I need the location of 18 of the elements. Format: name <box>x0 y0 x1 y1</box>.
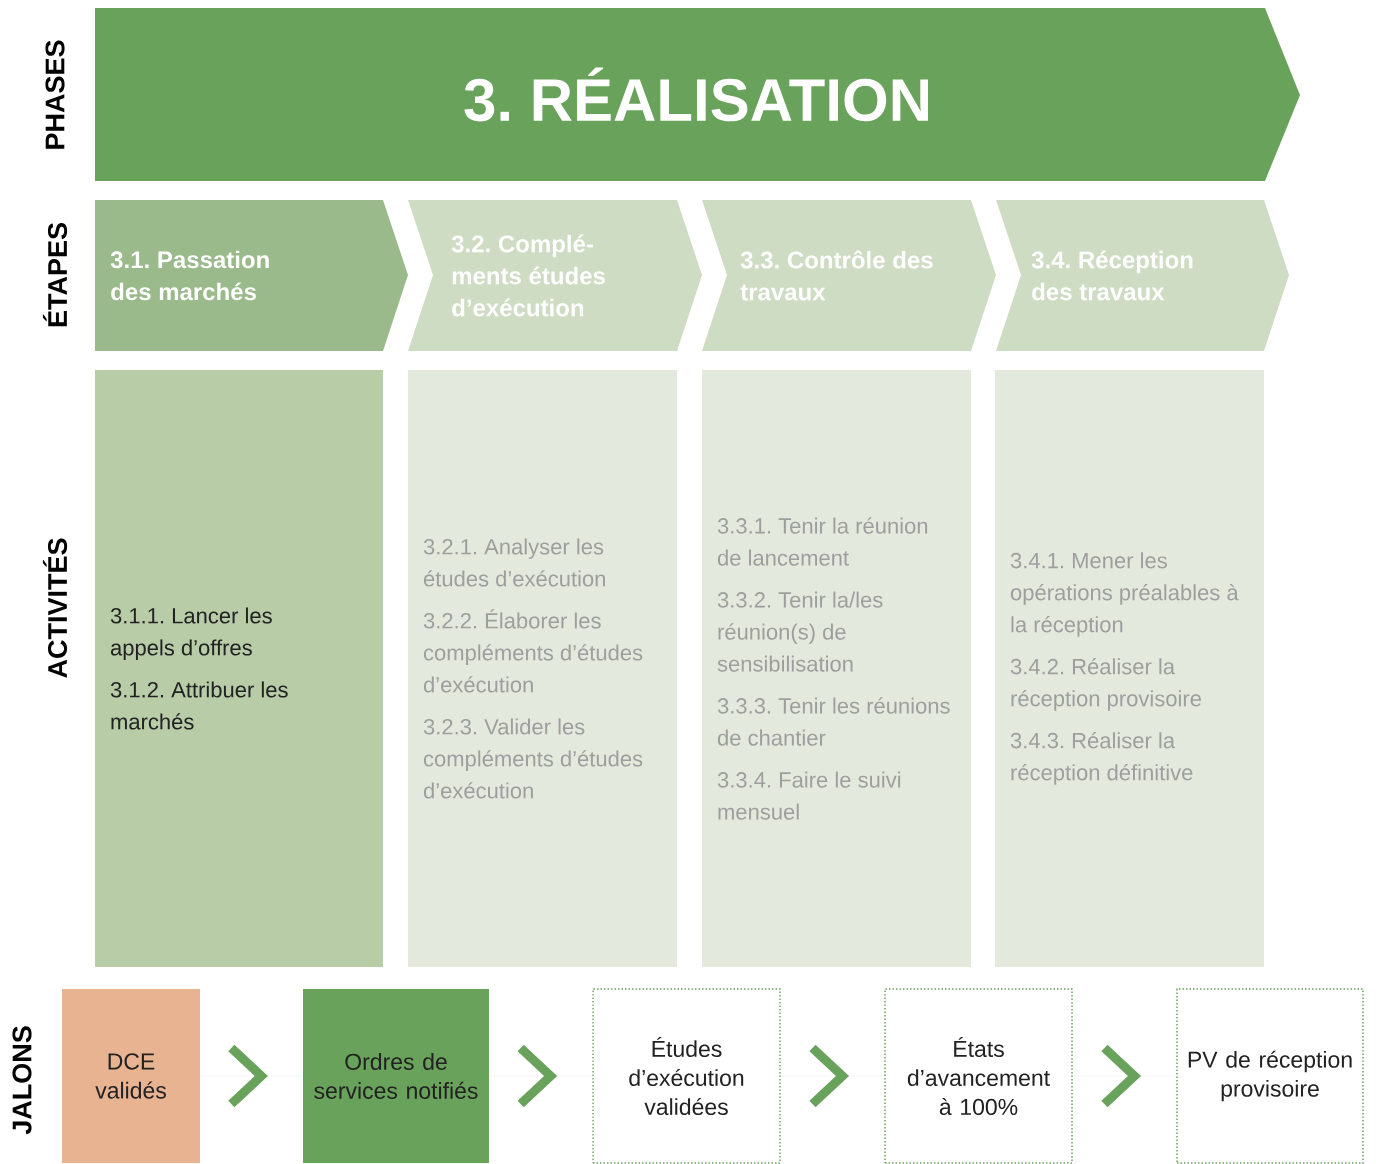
milestone-box: PV de réception provisoire <box>1176 988 1364 1164</box>
activity-column: 3.2.1. Analyser les études d’exécution 3.2.2. Élaborer les compléments d’études d’exécution 3.2.3. Valider les compléments d’études d’exécution <box>408 370 677 967</box>
row-label: PHASES <box>45 40 65 149</box>
step-banner: 3.3. Contrôle des travaux <box>702 200 996 351</box>
step-banner: 3.4. Réception des travaux <box>996 200 1289 351</box>
phase-banner: 3. RÉALISATION <box>95 8 1300 181</box>
activity-column: 3.4.1. Mener les opérations préalables à la réception 3.4.2. Réaliser la réception provisoire 3.4.3. Réaliser la réception définitive <box>995 370 1264 967</box>
row-label: ÉTAPES <box>42 223 68 327</box>
row-label: ACTIVITÉS <box>42 538 68 678</box>
milestone-box: DCE validés <box>62 989 200 1163</box>
milestone-box: Ordres de services notifiés <box>303 989 489 1163</box>
activity-column: 3.1.1. Lancer les appels d’offres 3.1.2. Attribuer les marchés <box>95 370 383 967</box>
step-banner: 3.1. Passation des marchés <box>95 200 408 351</box>
milestone-box: États d’avancement à 100% <box>884 988 1073 1164</box>
row-label: JALONS <box>12 1026 32 1135</box>
milestone-box: Études d’exécution validées <box>592 988 781 1164</box>
step-banner: 3.2. Complé- ments études d’exécution <box>408 200 702 351</box>
activity-column: 3.3.1. Tenir la réunion de lancement 3.3.2. Tenir la/les réunion(s) de sensibilisation 3.3.3. Tenir les réunions de chantier 3.3.4. Faire le suivi mensuel <box>702 370 971 967</box>
